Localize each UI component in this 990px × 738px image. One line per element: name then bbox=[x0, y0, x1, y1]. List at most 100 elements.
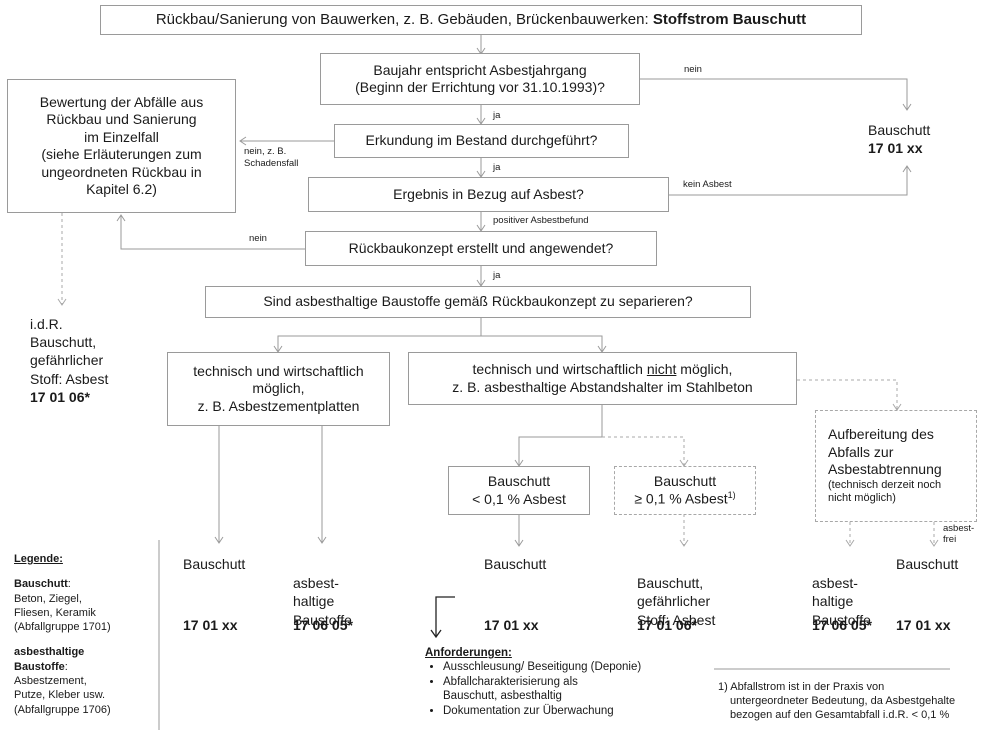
footnote-marker: 1) bbox=[727, 490, 736, 501]
footnote: 1) Abfallstrom ist in der Praxis von unt… bbox=[718, 681, 955, 722]
label-asbestfrei-line2: frei bbox=[943, 533, 957, 545]
result-top-right-name: Bauschutt bbox=[868, 122, 931, 138]
question-separieren: Sind asbesthaltige Baustoffe gemäß Rückb… bbox=[205, 286, 751, 318]
label-asbestfrei-line1: asbest- bbox=[943, 523, 975, 534]
label-asbestfrei: asbest- frei bbox=[943, 523, 975, 546]
bauschutt-low-asbest-box: Bauschutt < 0,1 % Asbest bbox=[448, 466, 590, 515]
legend-bauschutt-line3: (Abfallgruppe 1701) bbox=[14, 621, 111, 634]
legend-asbest-line1: Asbestzement, bbox=[14, 675, 87, 688]
question-erkundung-text: Erkundung im Bestand durchgeführt? bbox=[365, 132, 598, 149]
question-baujahr-line1: Baujahr entspricht Asbestjahrgang bbox=[373, 61, 587, 78]
label-nein-top: nein bbox=[684, 64, 702, 75]
legend-asbest-title2: Baustoffe bbox=[14, 660, 65, 673]
result-3-name: Bauschutt bbox=[484, 556, 547, 572]
result-6: Bauschutt bbox=[896, 556, 958, 574]
requirements-title: Anforderungen: bbox=[425, 647, 512, 659]
aufbereitung-line3: Asbestabtrennung bbox=[828, 461, 942, 477]
result-4-code: 17 01 06* bbox=[637, 617, 697, 633]
aufbereitung-line4: (technisch derzeit noch bbox=[828, 478, 942, 491]
result-5-name: asbest- haltige Baustoffe bbox=[812, 575, 871, 628]
question-baujahr: Baujahr entspricht Asbestjahrgang (Begin… bbox=[320, 53, 640, 105]
label-nein-left: nein bbox=[249, 233, 267, 244]
legend-asbest-line2: Putze, Kleber usw. bbox=[14, 689, 106, 702]
result-top-right: Bauschutt 17 01 xx bbox=[868, 122, 930, 157]
result-2-code: 17 06 05* bbox=[293, 617, 353, 633]
requirements-item-3: Dokumentation zur Überwachung bbox=[443, 704, 641, 718]
result-6-name: Bauschutt bbox=[896, 556, 959, 572]
footnote-line3: bezogen auf den Gesamtabfall i.d.R. < 0,… bbox=[730, 708, 950, 721]
einzelfall-line6: Kapitel 6.2) bbox=[86, 181, 157, 197]
result-4: Bauschutt, gefährlicher Stoff: Asbest bbox=[637, 556, 715, 647]
result-5: asbest- haltige Baustoffe bbox=[812, 556, 871, 647]
bauschutt-high-line2: ≥ 0,1 % Asbest bbox=[634, 490, 728, 507]
aufbereitung-box: Aufbereitung des Abfalls zur Asbestabtre… bbox=[815, 410, 977, 522]
result-left-line3: gefährlicher bbox=[30, 352, 104, 369]
legend-title: Legende: bbox=[14, 553, 63, 565]
question-erkundung: Erkundung im Bestand durchgeführt? bbox=[334, 124, 629, 158]
bauschutt-high-line1: Bauschutt bbox=[653, 472, 717, 489]
result-left-line2: Bauschutt, bbox=[30, 334, 97, 351]
branch-not-possible-line1: technisch und wirtschaftlich nicht mögli… bbox=[473, 361, 733, 379]
requirements-item-2b: Bauschutt, asbesthaltig bbox=[443, 690, 562, 703]
title-box: Rückbau/Sanierung von Bauwerken, z. B. G… bbox=[100, 5, 862, 35]
result-3: Bauschutt bbox=[484, 556, 546, 574]
branch-not-part-a: technisch und wirtschaftlich bbox=[472, 361, 647, 377]
branch-not-part-c: möglich, bbox=[676, 361, 733, 377]
label-nein-schadensfall-line2: Schadensfall bbox=[244, 157, 299, 169]
requirements-list: Ausschleusung/ Beseitigung (Deponie) Abf… bbox=[425, 660, 641, 718]
requirements-item-2a: Abfallcharakterisierung als bbox=[443, 675, 578, 688]
bauschutt-low-line1: Bauschutt bbox=[487, 473, 551, 489]
branch-possible-line2: möglich, bbox=[252, 380, 305, 397]
branch-not-possible-line2: z. B. asbesthaltige Abstandshalter im St… bbox=[452, 378, 753, 395]
question-ergebnis: Ergebnis in Bezug auf Asbest? bbox=[308, 177, 669, 212]
result-1-code: 17 01 xx bbox=[183, 617, 238, 633]
label-ja-3: ja bbox=[493, 270, 501, 281]
legend: Legende: Bauschutt: Beton, Ziegel, Flies… bbox=[14, 552, 111, 717]
branch-possible-line3: z. B. Asbestzementplatten bbox=[197, 397, 360, 414]
question-separieren-text: Sind asbesthaltige Baustoffe gemäß Rückb… bbox=[263, 293, 693, 310]
legend-asbest-line3: (Abfallgruppe 1706) bbox=[14, 703, 111, 716]
einzelfall-line4: (siehe Erläuterungen zum bbox=[41, 146, 202, 162]
question-rueckbaukonzept-text: Rückbaukonzept erstellt und angewendet? bbox=[348, 239, 614, 256]
einzelfall-line2: Rückbau und Sanierung bbox=[46, 111, 197, 127]
result-left: i.d.R. Bauschutt, gefährlicher Stoff: As… bbox=[30, 315, 108, 406]
einzelfall-line5: ungeordneten Rückbau in bbox=[41, 163, 202, 180]
result-left-line4: Stoff: Asbest bbox=[30, 370, 109, 387]
legend-asbest-title1: asbesthaltige bbox=[14, 646, 85, 659]
label-ja-2: ja bbox=[493, 162, 501, 173]
bauschutt-high-asbest-box: Bauschutt ≥ 0,1 % Asbest1) bbox=[614, 466, 756, 515]
footnote-line1: 1) Abfallstrom ist in der Praxis von bbox=[718, 681, 885, 693]
requirements: Anforderungen: Ausschleusung/ Beseitigun… bbox=[425, 646, 641, 718]
result-5-code: 17 06 05* bbox=[812, 617, 872, 633]
legend-bauschutt-colon: : bbox=[67, 578, 71, 591]
label-nein-schadensfall-line1: nein, z. B. bbox=[244, 146, 287, 157]
question-baujahr-line2: (Beginn der Errichtung vor 31.10.1993)? bbox=[355, 79, 605, 95]
label-nein-schadensfall: nein, z. B. Schadensfall bbox=[244, 146, 298, 170]
result-4-name: Bauschutt, gefährlicher Stoff: Asbest bbox=[637, 575, 716, 628]
result-1-name: Bauschutt bbox=[183, 556, 246, 572]
result-top-right-code: 17 01 xx bbox=[868, 139, 923, 156]
result-2-name: asbest- haltige Baustoffe bbox=[293, 575, 352, 628]
einzelfall-line1: Bewertung der Abfälle aus bbox=[39, 93, 204, 110]
result-left-code: 17 01 06* bbox=[30, 388, 90, 405]
aufbereitung-line1: Aufbereitung des bbox=[828, 426, 934, 442]
einzelfall-line3: im Einzelfall bbox=[84, 128, 159, 145]
requirements-item-1: Ausschleusung/ Beseitigung (Deponie) bbox=[443, 660, 641, 674]
result-left-line1: i.d.R. bbox=[30, 316, 63, 332]
branch-possible-box: technisch und wirtschaftlich möglich, z.… bbox=[167, 352, 390, 426]
branch-not-possible-box: technisch und wirtschaftlich nicht mögli… bbox=[408, 352, 797, 405]
result-6-code: 17 01 xx bbox=[896, 617, 951, 633]
result-2: asbest- haltige Baustoffe bbox=[293, 556, 352, 647]
label-ja-1: ja bbox=[493, 110, 501, 121]
question-ergebnis-text: Ergebnis in Bezug auf Asbest? bbox=[393, 185, 584, 202]
result-1: Bauschutt bbox=[183, 556, 245, 574]
title-bold: Stoffstrom Bauschutt bbox=[652, 10, 807, 28]
bauschutt-low-line2: < 0,1 % Asbest bbox=[472, 490, 566, 507]
aufbereitung-line5: nicht möglich) bbox=[828, 492, 896, 505]
label-kein-asbest: kein Asbest bbox=[683, 179, 732, 190]
footnote-line2: untergeordneter Bedeutung, da Asbestgeha… bbox=[730, 694, 956, 707]
branch-not-underlined: nicht bbox=[646, 361, 677, 377]
result-3-code: 17 01 xx bbox=[484, 617, 539, 633]
legend-asbest-colon: : bbox=[64, 660, 68, 673]
